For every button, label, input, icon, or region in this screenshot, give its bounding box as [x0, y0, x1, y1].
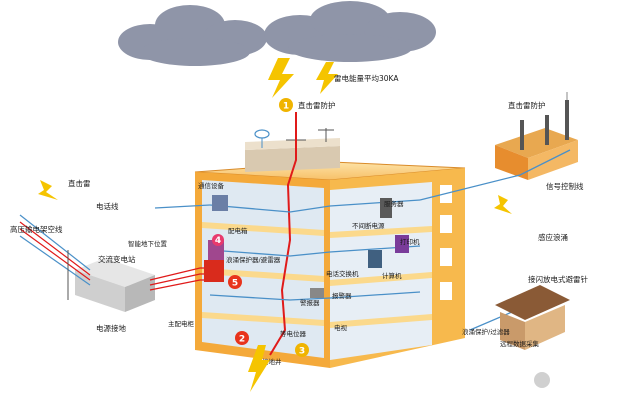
comm-equipment-label: 通信设备	[198, 181, 225, 190]
direct-lightning-protection-label: 直击雷防护	[298, 100, 336, 110]
badge-5-number: 5	[232, 279, 238, 289]
lightning-rod-roof-label: 接闪放电式避雷针	[528, 274, 588, 284]
substation-building	[75, 258, 155, 312]
tv-label: 电视	[334, 323, 348, 332]
lightning-bolt-icon	[38, 180, 58, 200]
surge-protector-label: 浪涌保护器/避雷器	[226, 255, 281, 264]
power-grounding-label: 电源接地	[96, 323, 126, 333]
telephone-switch-label: 电话交换机	[326, 269, 359, 278]
lightning-bolt-icon	[268, 58, 294, 98]
computer-label: 计算机	[382, 271, 402, 280]
comm-equipment-box	[212, 195, 228, 211]
badge-4-number: 4	[215, 236, 221, 246]
main-cabinet-label: 主配电柜	[168, 319, 195, 328]
direct-lightning-label: 直击雷	[68, 178, 91, 188]
surge-filter-label: 浪涌保护/过滤器	[462, 327, 510, 336]
hv-line-label: 高压输电架空线	[10, 224, 63, 234]
badge-3-number: 3	[299, 347, 305, 357]
badge-2-number: 2	[239, 335, 245, 345]
induced-surge-label: 感应浪涌	[538, 232, 568, 242]
lightning-bolt-icon	[494, 195, 512, 214]
watermark-text: 内业资料	[556, 373, 608, 389]
lightning-energy-label: 雷电能量平均30KA	[334, 73, 399, 83]
equipotential-label: 等电位器	[280, 329, 307, 338]
main-building	[195, 138, 465, 368]
main-distribution-cabinet	[204, 260, 224, 282]
computer-box	[368, 250, 382, 268]
fire-alarm-label: 报警器	[332, 291, 352, 300]
rooftop-direct-protection-label: 直击雷防护	[508, 100, 546, 110]
substation-label: 交流变电站	[98, 254, 136, 264]
storm-cloud-left	[118, 5, 267, 66]
distribution-box-label: 配电箱	[228, 226, 248, 235]
badge-1-number: 1	[283, 102, 289, 112]
printer-label: 打印机	[400, 237, 420, 246]
power-line-label: 电话线	[96, 201, 119, 211]
server-label: 服务器	[384, 199, 404, 208]
signal-control-line-label: 信号控制线	[546, 181, 584, 191]
storm-cloud-right	[264, 1, 436, 62]
alarm-box	[310, 288, 324, 298]
smart-underground-label: 智能地下位置	[128, 239, 168, 248]
alarm-label: 警报器	[300, 298, 320, 307]
ups-label: 不间断电源	[352, 221, 385, 230]
remote-data-label: 远程数据采集	[500, 339, 540, 348]
watermark: 内业资料	[534, 372, 608, 389]
